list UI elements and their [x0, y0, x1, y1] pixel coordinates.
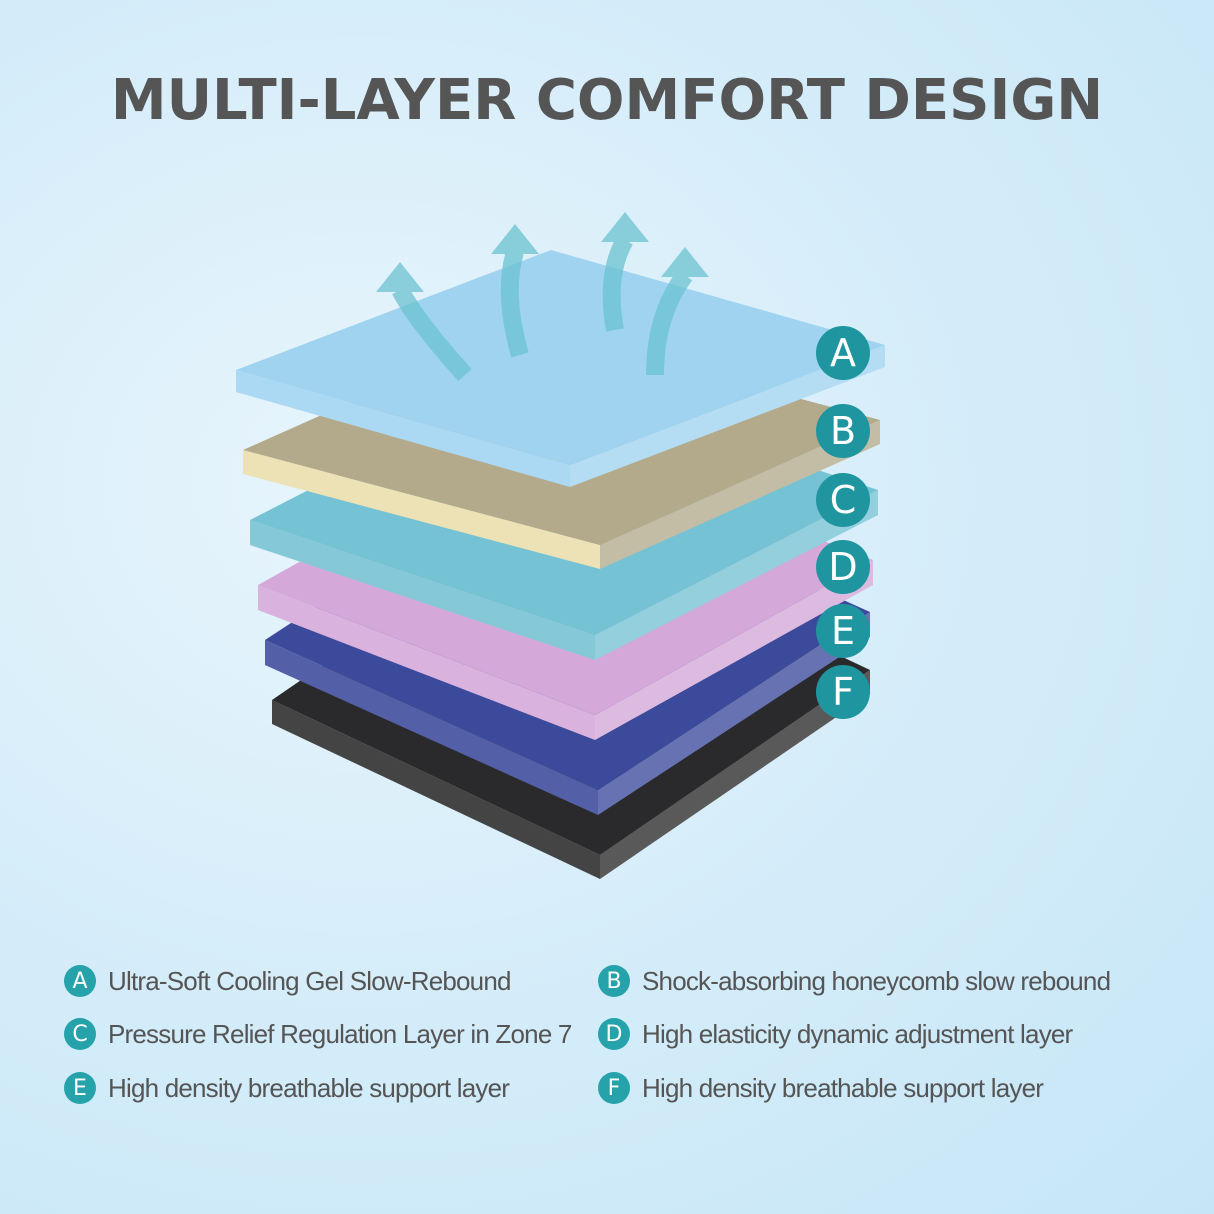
layer-badge-letter: B [830, 409, 856, 453]
legend-text: Pressure Relief Regulation Layer in Zone… [108, 1018, 572, 1049]
layer-top [236, 250, 885, 465]
layer-side-left [250, 520, 595, 660]
badge-f: F [598, 1072, 630, 1104]
badge-b: B [598, 965, 630, 997]
arrow-shaft [500, 249, 529, 358]
badge-c: C [64, 1018, 96, 1050]
layer-side-left [265, 640, 598, 815]
layer-side-right [570, 345, 885, 487]
legend-item-e: E High density breathable support layer [64, 1072, 510, 1104]
layer-badge-letter: A [830, 331, 856, 375]
layer-badge-letter: F [832, 670, 854, 714]
layer-side-left [236, 370, 570, 487]
arrow-head-icon [601, 212, 649, 242]
layer-side-right [600, 420, 880, 569]
layer-badge-letter: E [831, 609, 855, 653]
legend-text: Shock-absorbing honeycomb slow rebound [642, 965, 1111, 996]
legend-item-f: F High density breathable support layer [598, 1072, 1044, 1104]
layer-badge-letter: C [830, 478, 857, 522]
legend-text: High elasticity dynamic adjustment layer [642, 1018, 1073, 1049]
layer-badge [816, 326, 870, 380]
legend-item-b: B Shock-absorbing honeycomb slow rebound [598, 965, 1111, 997]
layer-side-right [595, 490, 878, 660]
layer-side-right [600, 670, 870, 879]
badge-d: D [598, 1018, 630, 1050]
legend-item-a: A Ultra-Soft Cooling Gel Slow-Rebound [64, 965, 511, 997]
airflow-arrows [376, 212, 709, 382]
layer-badge [816, 665, 870, 719]
arrow-shaft [646, 269, 693, 376]
legend-text: High density breathable support layer [108, 1072, 510, 1103]
legend-item-d: D High elasticity dynamic adjustment laye… [598, 1018, 1073, 1050]
layer-side-left [258, 585, 595, 740]
layer-a [236, 250, 885, 487]
arrow-shaft [602, 235, 633, 332]
legend-item-c: C Pressure Relief Regulation Layer in Zon… [64, 1018, 572, 1050]
layer-badge [816, 540, 870, 594]
legend-text: Ultra-Soft Cooling Gel Slow-Rebound [108, 965, 511, 996]
badge-e: E [64, 1072, 96, 1104]
layer-side-left [243, 450, 600, 569]
layer-badge [816, 473, 870, 527]
arrow-head-icon [661, 247, 709, 277]
legend-text: High density breathable support layer [642, 1072, 1044, 1103]
layer-side-right [595, 560, 873, 740]
layer-side-left [272, 700, 600, 879]
layer-badge [816, 604, 870, 658]
page-title: MULTI-LAYER COMFORT DESIGN [110, 68, 1104, 133]
layer-side-right [598, 612, 870, 815]
arrow-shaft [392, 285, 472, 382]
arrow-head-icon [491, 224, 539, 254]
arrow-head-icon [376, 262, 424, 292]
layer-badge [816, 404, 870, 458]
badge-a: A [64, 965, 96, 997]
layer-badge-letter: D [828, 545, 857, 589]
